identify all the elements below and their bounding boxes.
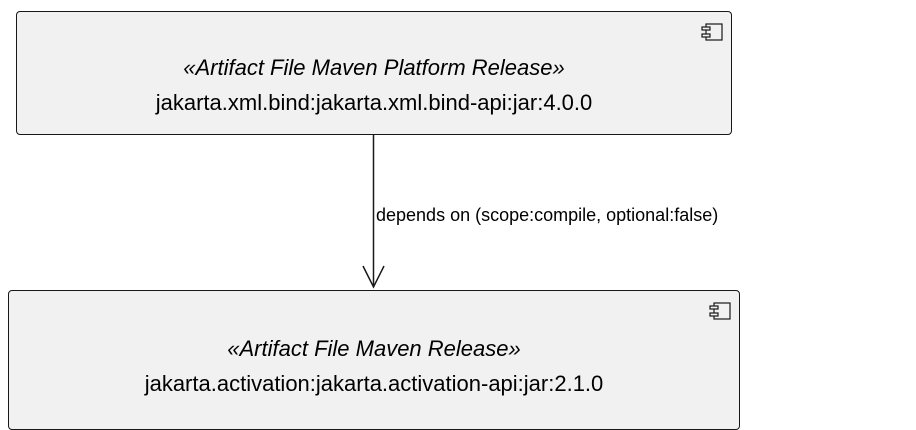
node-stereotype: «Artifact File Maven Platform Release» (183, 55, 565, 80)
artifact-node-jakarta-activation[interactable]: «Artifact File Maven Release» jakarta.ac… (8, 290, 740, 430)
artifact-node-jakarta-xml-bind[interactable]: «Artifact File Maven Platform Release» j… (16, 11, 732, 135)
dependency-edge (362, 135, 385, 289)
node-artifact-name: jakarta.activation:jakarta.activation-ap… (144, 371, 604, 396)
node-stereotype: «Artifact File Maven Release» (227, 336, 521, 361)
component-icon (709, 302, 731, 320)
component-icon (701, 23, 723, 41)
arrowhead-icon (362, 265, 385, 289)
node-artifact-name: jakarta.xml.bind:jakarta.xml.bind-api:ja… (155, 90, 593, 115)
dependency-edge-label: depends on (scope:compile, optional:fals… (376, 205, 719, 225)
